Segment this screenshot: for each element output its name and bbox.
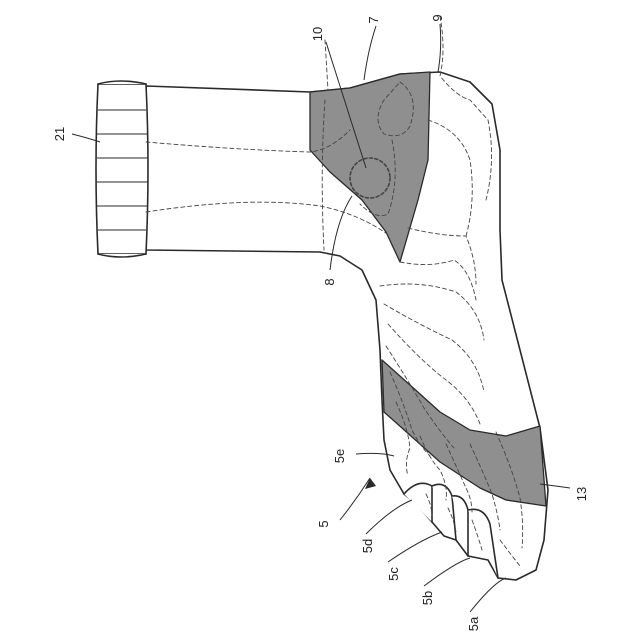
label-8: 8	[322, 278, 337, 285]
label-13: 13	[574, 487, 589, 501]
label-5c: 5c	[386, 567, 401, 581]
label-7: 7	[366, 16, 381, 23]
label-5: 5	[316, 520, 331, 527]
label-5e: 5e	[332, 449, 347, 463]
label-10: 10	[310, 27, 325, 41]
label-9: 9	[430, 14, 445, 21]
label-5a: 5a	[466, 616, 481, 631]
label-5d: 5d	[360, 539, 375, 553]
label-21: 21	[52, 127, 67, 141]
label-5b: 5b	[420, 591, 435, 605]
cuff-ribbing	[96, 81, 148, 257]
